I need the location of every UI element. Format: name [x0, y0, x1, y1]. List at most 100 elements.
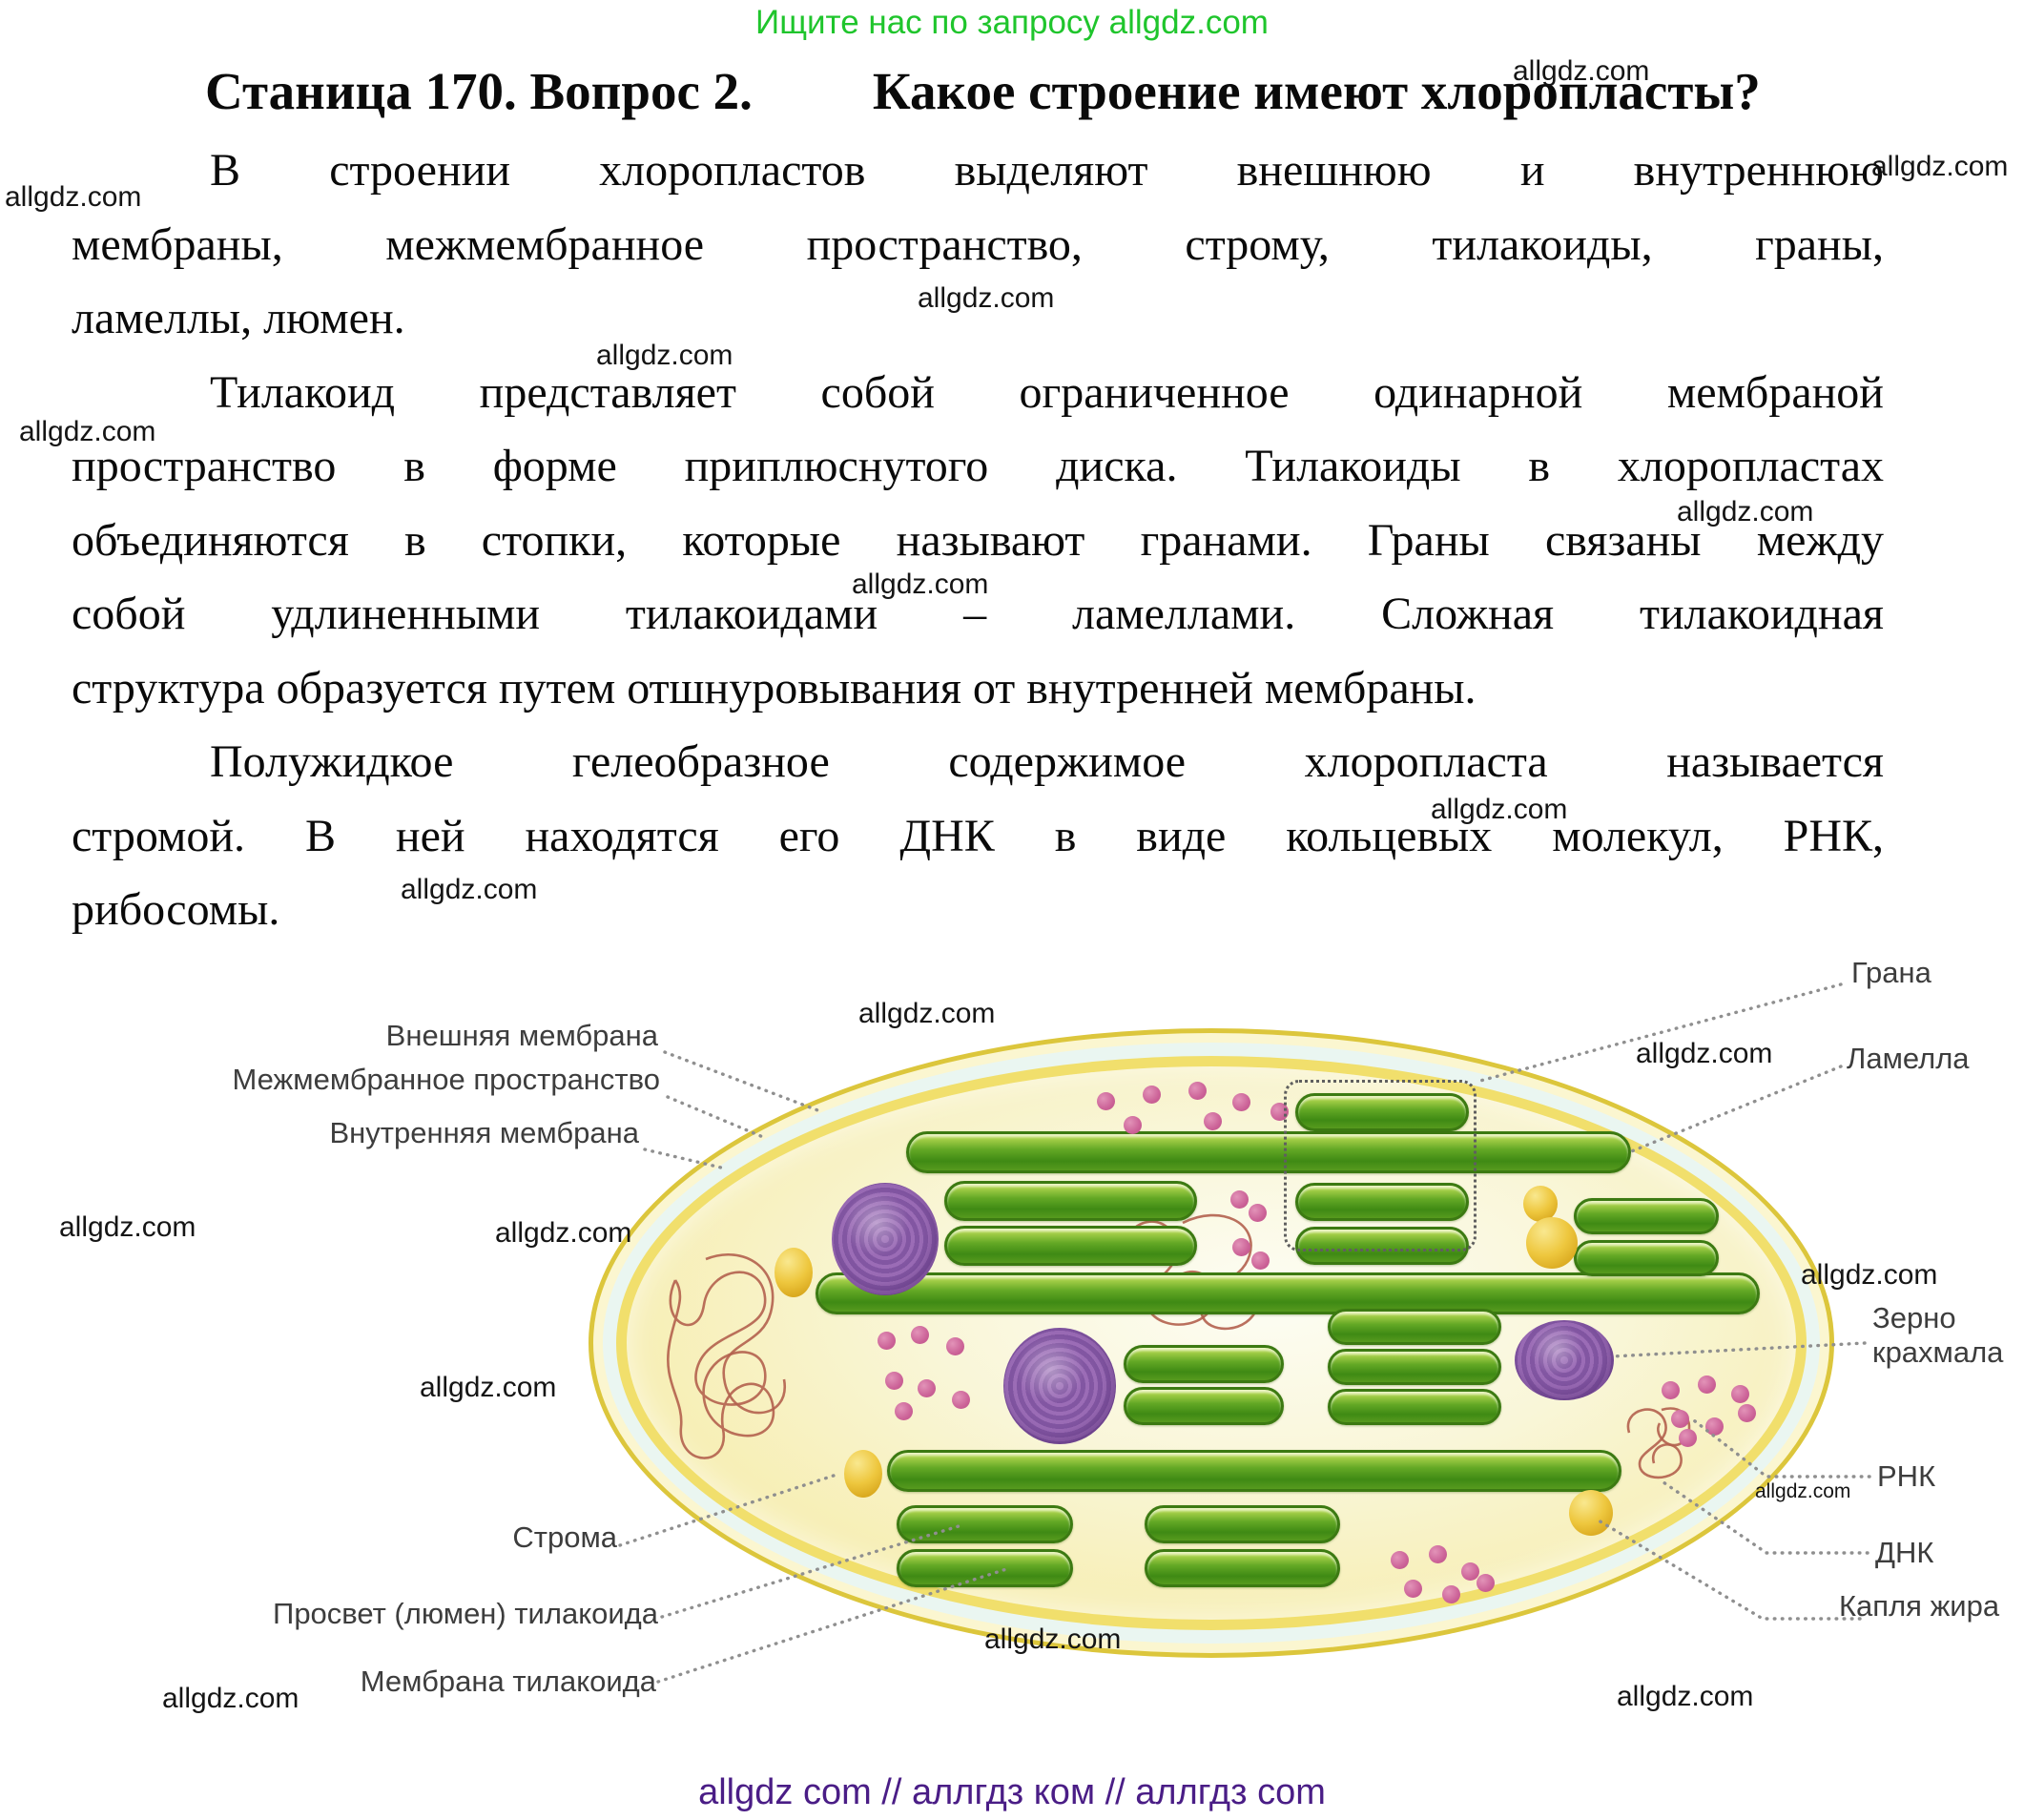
body-line: объединяются в стопки, которые называют … — [72, 514, 1884, 566]
watermark: allgdz.com — [401, 874, 538, 905]
ribosome-dot — [1477, 1574, 1495, 1592]
fat-droplet — [844, 1450, 882, 1498]
ribosome-dot — [1124, 1116, 1142, 1134]
ribosome-dot — [918, 1379, 936, 1397]
ribosome-dot — [1662, 1381, 1680, 1399]
fat-droplet — [1526, 1217, 1578, 1269]
ribosome-dot — [1671, 1410, 1689, 1428]
thylakoid-disc — [1145, 1505, 1340, 1543]
watermark: allgdz.com — [1755, 1480, 1851, 1502]
ribosome-dot — [1442, 1585, 1460, 1603]
answer-text: В строении хлоропластов выделяют внешнюю… — [72, 134, 1884, 947]
label-outer-membrane: Внешняя мембрана — [385, 1019, 658, 1052]
starch-grain — [1003, 1328, 1116, 1444]
thylakoid-disc — [1124, 1387, 1284, 1425]
label-rna: РНК — [1877, 1459, 1936, 1493]
ribosome-dot — [1188, 1082, 1207, 1100]
fat-droplet — [774, 1248, 813, 1297]
watermark: allgdz.com — [858, 998, 996, 1029]
ribosome-dot — [885, 1372, 903, 1390]
watermark: allgdz.com — [984, 1624, 1122, 1655]
ribosome-dot — [878, 1332, 896, 1350]
body-line: мембраны, межмембранное пространство, ст… — [72, 218, 1884, 270]
thylakoid-disc — [1295, 1227, 1469, 1265]
promo-line: Ищите нас по запросу allgdz.com — [755, 4, 1269, 41]
starch-grain — [832, 1183, 939, 1295]
thylakoid-disc — [897, 1549, 1073, 1587]
ribosome-dot — [1143, 1086, 1161, 1104]
body-line: Тилакоид представляет собой ограниченное… — [210, 366, 1884, 418]
thylakoid-disc — [1124, 1345, 1284, 1383]
watermark: allgdz.com — [1513, 55, 1650, 87]
page-title: Станица 170. Вопрос 2. Какое строение им… — [205, 61, 1761, 121]
thylakoid-disc — [1574, 1240, 1719, 1276]
lamella-rod — [906, 1131, 1631, 1173]
body-line: стромой. В ней находятся его ДНК в виде … — [72, 810, 1884, 861]
ribosome-dot — [1097, 1092, 1115, 1110]
lamella-rod — [887, 1450, 1621, 1492]
ribosome-dot — [1731, 1385, 1749, 1403]
ribosome-dot — [1251, 1251, 1270, 1270]
watermark: allgdz.com — [1801, 1259, 1938, 1291]
thylakoid-disc — [1328, 1309, 1501, 1345]
label-starch-line1: Зерно — [1872, 1301, 1956, 1334]
ribosome-dot — [895, 1402, 913, 1420]
thylakoid-disc — [1145, 1549, 1340, 1587]
thylakoid-disc — [1574, 1198, 1719, 1234]
thylakoid-disc — [1295, 1183, 1469, 1221]
footer-line: allgdz com // аллгдз ком // аллгдз com — [698, 1772, 1326, 1812]
watermark: allgdz.com — [1677, 496, 1814, 527]
thylakoid-disc — [1328, 1389, 1501, 1425]
ribosome-dot — [1429, 1545, 1447, 1563]
label-thylakoid-membrane: Мембрана тилакоида — [360, 1665, 656, 1698]
ribosome-dot — [911, 1326, 929, 1344]
body-line: Полужидкое гелеобразное содержимое хлоро… — [210, 736, 1884, 787]
watermark: allgdz.com — [495, 1217, 632, 1249]
watermark: allgdz.com — [1617, 1681, 1754, 1712]
watermark: allgdz.com — [596, 340, 733, 371]
body-line: В строении хлоропластов выделяют внешнюю… — [210, 145, 1884, 196]
starch-grain — [1515, 1320, 1614, 1400]
page-title-number: Станица 170. Вопрос 2. — [205, 62, 753, 120]
watermark: allgdz.com — [918, 282, 1055, 314]
ribosome-dot — [1738, 1404, 1756, 1422]
ribosome-dot — [1204, 1112, 1222, 1130]
watermark: allgdz.com — [420, 1372, 557, 1403]
label-dna: ДНК — [1875, 1536, 1934, 1569]
label-starch-grain: Зерно крахмала — [1872, 1301, 2003, 1370]
label-grana: Грана — [1851, 956, 1931, 989]
dna-tangle — [667, 1253, 786, 1459]
body-line: ламеллы, люмен. — [72, 293, 405, 343]
ribosome-dot — [1249, 1204, 1267, 1222]
watermark: allgdz.com — [19, 416, 156, 447]
label-starch-line2: крахмала — [1872, 1335, 2004, 1369]
ribosome-dot — [1232, 1238, 1250, 1256]
body-line: пространство в форме приплюснутого диска… — [72, 441, 1884, 491]
watermark: allgdz.com — [1636, 1038, 1773, 1069]
ribosome-dot — [1230, 1190, 1249, 1209]
watermark: allgdz.com — [59, 1211, 196, 1243]
ribosome-dot — [1391, 1551, 1409, 1569]
label-lamella: Ламелла — [1847, 1042, 1970, 1075]
body-line: структура образуется путем отшнуровывани… — [72, 662, 1477, 714]
watermark: allgdz.com — [5, 181, 142, 213]
fat-droplet — [1523, 1186, 1558, 1222]
label-intermembrane-space: Межмембранное пространство — [232, 1063, 660, 1096]
grana-selection-box — [1284, 1080, 1477, 1251]
label-stroma: Строма — [512, 1520, 617, 1554]
watermark: allgdz.com — [1871, 151, 2009, 182]
ribosome-dot — [952, 1391, 970, 1409]
label-inner-membrane: Внутренняя мембрана — [329, 1116, 639, 1149]
watermark: allgdz.com — [852, 569, 989, 600]
thylakoid-disc — [1328, 1349, 1501, 1385]
ribosome-dot — [1679, 1429, 1697, 1447]
watermark: allgdz.com — [1431, 794, 1568, 825]
watermark: allgdz.com — [162, 1683, 299, 1714]
thylakoid-disc — [897, 1505, 1073, 1543]
body-line: рибосомы. — [72, 884, 280, 935]
label-lumen: Просвет (люмен) тилакоида — [273, 1597, 658, 1630]
thylakoid-disc — [944, 1226, 1197, 1266]
ribosome-dot — [1698, 1375, 1716, 1394]
ribosome-dot — [1461, 1562, 1479, 1581]
